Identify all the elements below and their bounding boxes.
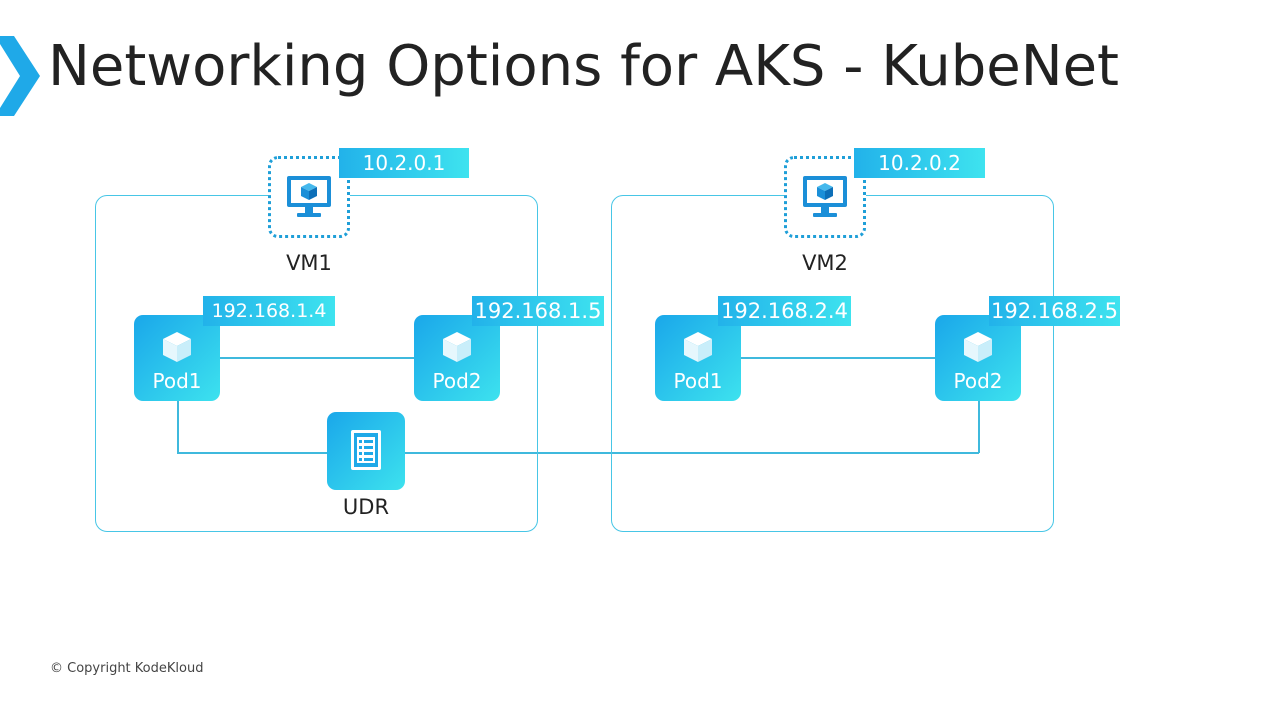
link-vm1-pod1-down [177,400,179,453]
pod-label: Pod2 [432,369,482,393]
pod-label: Pod1 [673,369,723,393]
vm2-ip-badge: 10.2.0.2 [854,148,985,178]
pod-label: Pod1 [152,369,202,393]
link-pod1-to-udr [177,452,327,454]
vm2-label: VM2 [802,251,848,275]
copyright-text: © Copyright KodeKloud [50,661,204,676]
vm1-label: VM1 [286,251,332,275]
udr-node [327,412,405,490]
cube-icon [684,332,712,362]
udr-label: UDR [342,495,390,519]
vm2-pod1-ip-badge: 192.168.2.4 [718,296,851,326]
vm2-pod2-ip-badge: 192.168.2.5 [989,296,1120,326]
accent-chevron-icon [0,36,40,116]
vm1-pod1-ip-badge: 192.168.1.4 [203,296,335,326]
cube-icon [443,332,471,362]
virtual-machine-icon [803,176,847,217]
route-table-icon [351,430,381,470]
link-vm2-pod1-pod2 [741,357,935,359]
vm1-pod2-ip-badge: 192.168.1.5 [472,296,604,326]
pod-label: Pod2 [953,369,1003,393]
vm2-pod2: Pod2 [935,315,1021,401]
vm2-pod1: Pod1 [655,315,741,401]
link-vm2-pod2-down [978,400,980,453]
link-vm1-pod1-pod2 [220,357,414,359]
vm2-icon-frame [784,156,866,238]
link-udr-to-vm2-pod2 [404,452,979,454]
vm1-pod1: Pod1 [134,315,220,401]
vm1-icon-frame [268,156,350,238]
page-title: Networking Options for AKS - KubeNet [48,34,1119,99]
cube-icon [964,332,992,362]
vm1-pod2: Pod2 [414,315,500,401]
cube-icon [163,332,191,362]
virtual-machine-icon [287,176,331,217]
vm1-ip-badge: 10.2.0.1 [339,148,469,178]
